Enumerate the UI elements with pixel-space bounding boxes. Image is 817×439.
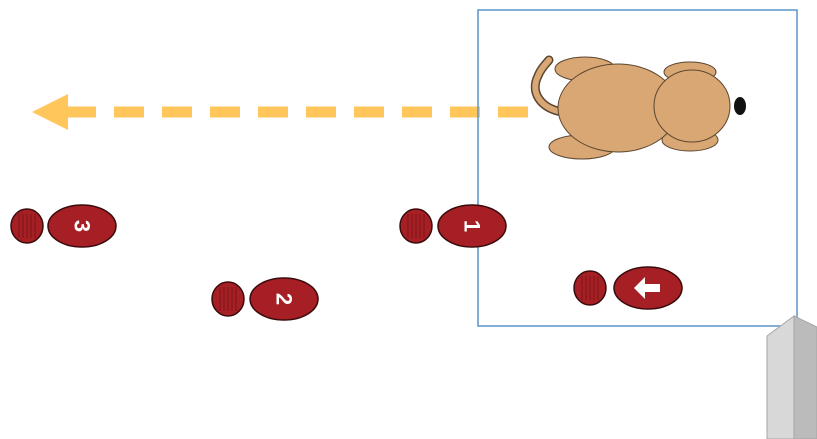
footprint-start [573, 266, 683, 310]
footprint-step-3: 3 [10, 204, 117, 248]
footprint-step-label: 2 [272, 293, 297, 305]
direction-arrow [32, 94, 528, 130]
footprint-step-label: 3 [70, 220, 95, 232]
footprint-step-label: 1 [460, 220, 485, 232]
grey-post [766, 315, 817, 439]
footprint-step-2: 2 [211, 277, 319, 321]
footprints: 1 2 3 [10, 204, 683, 321]
arrow-left-icon [634, 277, 660, 299]
footprint-sole [249, 277, 319, 321]
direction-arrow-head [32, 94, 68, 130]
dog-nose [734, 97, 746, 115]
footprint-sole [47, 204, 117, 248]
dog-head [653, 69, 731, 143]
footprint-sole [437, 204, 507, 248]
grey-post-left-face [766, 315, 795, 439]
footprint-step-1: 1 [399, 204, 507, 248]
dog-top-view [530, 55, 746, 160]
grey-post-right-face [793, 315, 817, 439]
area-box [477, 9, 798, 327]
